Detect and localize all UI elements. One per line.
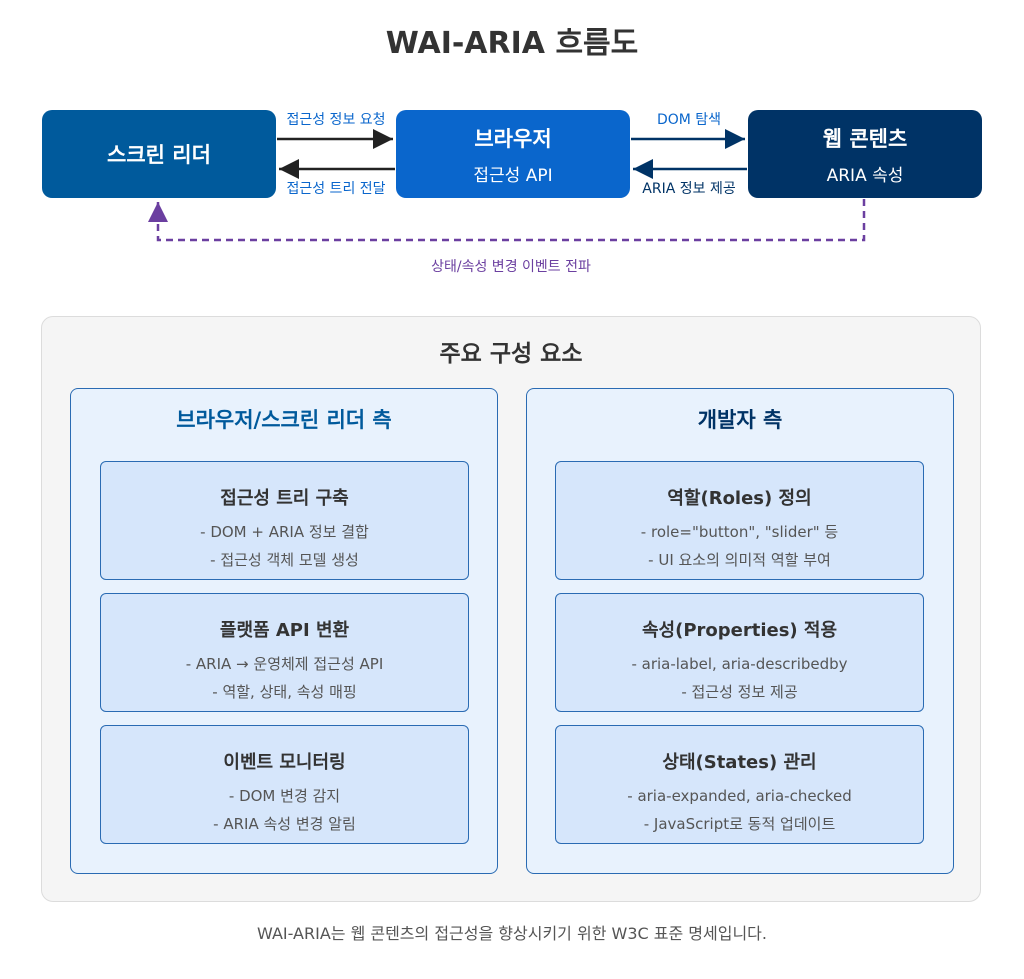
browser-sublabel: 접근성 API [473, 165, 553, 186]
card-roles: 역할(Roles) 정의 - role="button", "slider" 등… [555, 461, 924, 580]
diagram-title: WAI-ARIA 흐름도 [385, 26, 639, 61]
deliver-label: 접근성 트리 전달 [286, 181, 385, 197]
card-line: - aria-expanded, aria-checked [627, 787, 852, 805]
card-accessibility-tree: 접근성 트리 구축 - DOM + ARIA 정보 결합 - 접근성 객체 모델… [100, 461, 469, 580]
card-line: - aria-label, aria-describedby [631, 655, 848, 673]
card-title: 속성(Properties) 적용 [641, 620, 838, 641]
card-title: 접근성 트리 구축 [220, 488, 349, 509]
screen-reader-label: 스크린 리더 [107, 143, 211, 167]
card-title: 역할(Roles) 정의 [667, 488, 812, 509]
card-line: - ARIA 속성 변경 알림 [213, 815, 356, 833]
request-label: 접근성 정보 요청 [286, 112, 385, 128]
card-line: - role="button", "slider" 등 [640, 523, 839, 541]
web-content-sublabel: ARIA 속성 [826, 165, 904, 186]
card-line: - DOM + ARIA 정보 결합 [200, 523, 369, 541]
card-title: 상태(States) 관리 [662, 752, 817, 773]
card-line: - ARIA → 운영체제 접근성 API [185, 655, 384, 673]
card-platform-api: 플랫폼 API 변환 - ARIA → 운영체제 접근성 API - 역할, 상… [100, 593, 469, 712]
aria-provide-label: ARIA 정보 제공 [642, 181, 736, 197]
card-line: - 접근성 정보 제공 [681, 683, 798, 701]
card-title: 플랫폼 API 변환 [219, 620, 350, 641]
card-line: - 역할, 상태, 속성 매핑 [212, 683, 357, 701]
event-arrow [148, 199, 866, 242]
web-content-label: 웹 콘텐츠 [822, 126, 908, 151]
developer-side-title: 개발자 측 [697, 408, 783, 432]
dom-explore-label: DOM 탐색 [657, 112, 721, 128]
card-states: 상태(States) 관리 - aria-expanded, aria-chec… [555, 725, 924, 844]
card-title: 이벤트 모니터링 [223, 752, 346, 773]
card-line: - JavaScript로 동적 업데이트 [643, 815, 836, 833]
browser-node: 브라우저 접근성 API [396, 110, 630, 198]
browser-label: 브라우저 [474, 126, 552, 151]
footer-note: WAI-ARIA는 웹 콘텐츠의 접근성을 향상시키기 위한 W3C 표준 명세… [257, 924, 767, 943]
flow-edges: 접근성 정보 요청 접근성 트리 전달 DOM 탐색 ARIA 정보 제공 상태… [148, 112, 866, 275]
components-title: 주요 구성 요소 [439, 341, 583, 367]
card-event-monitoring: 이벤트 모니터링 - DOM 변경 감지 - ARIA 속성 변경 알림 [100, 725, 469, 844]
screen-reader-node: 스크린 리더 [42, 110, 276, 198]
card-line: - 접근성 객체 모델 생성 [210, 551, 359, 569]
card-properties: 속성(Properties) 적용 - aria-label, aria-des… [555, 593, 924, 712]
card-line: - DOM 변경 감지 [228, 787, 341, 805]
browser-side-title: 브라우저/스크린 리더 측 [176, 408, 392, 432]
web-content-node: 웹 콘텐츠 ARIA 속성 [748, 110, 982, 198]
card-line: - UI 요소의 의미적 역할 부여 [648, 551, 831, 569]
event-label: 상태/속성 변경 이벤트 전파 [431, 259, 591, 275]
